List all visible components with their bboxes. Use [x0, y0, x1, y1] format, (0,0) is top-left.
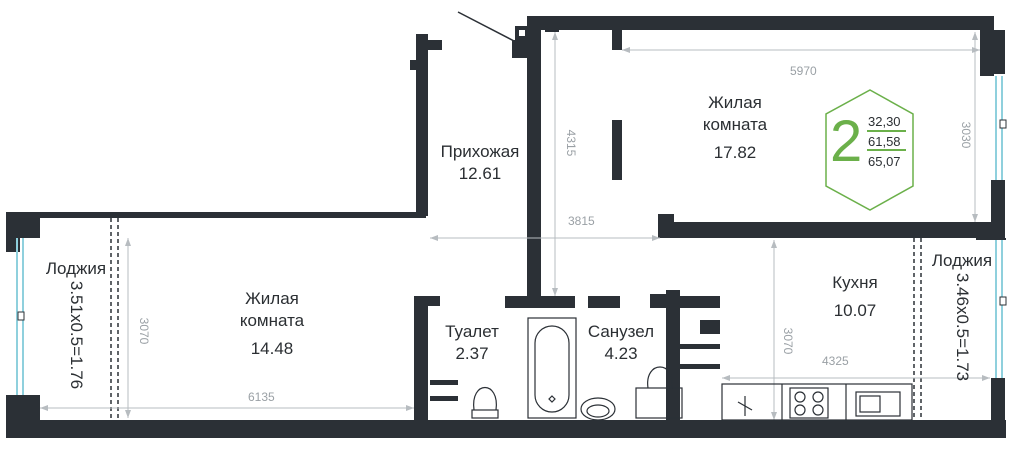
- room-name: Санузел: [587, 322, 655, 341]
- rooms-badge: [825, 89, 914, 211]
- room-name: Прихожая: [440, 142, 520, 161]
- dim-left-room-width: 6135: [248, 390, 275, 404]
- room-label-kitchen: Кухня 10.07: [820, 272, 890, 322]
- room-label-hallway: Прихожая 12.61: [434, 141, 526, 185]
- toilet-fixture: [471, 386, 499, 419]
- dim-left-room-height: 3070: [137, 317, 151, 345]
- dim-corridor-height: 4315: [564, 129, 578, 157]
- room-name: Кухня: [832, 273, 878, 292]
- room-label-living-1: Жилая комната 17.82: [695, 92, 775, 164]
- room-label-toilet: Туалет 2.37: [440, 321, 504, 365]
- loggia-partitions: [110, 218, 922, 420]
- dim-kitchen-width: 4325: [822, 354, 849, 368]
- stove: [789, 387, 829, 419]
- room-name: Лоджия: [931, 251, 993, 270]
- room-label-loggia-left: Лоджия: [36, 258, 116, 280]
- loggia-left-dims: 3.51x0.5=1.76: [67, 280, 86, 390]
- room-name: Туалет: [445, 322, 499, 341]
- sink-bathroom: [580, 397, 616, 421]
- kitchen-sink: [855, 391, 901, 417]
- room-area: 4.23: [604, 344, 638, 363]
- loggia-right-dims: 3.46x0.5=1.73: [953, 272, 972, 382]
- room-area: 2.37: [455, 344, 489, 363]
- shelves: [430, 344, 720, 401]
- kitchen-counter: [721, 383, 913, 421]
- dim-kitchen-height: 3070: [781, 327, 795, 355]
- rooms-count: 2: [830, 109, 863, 174]
- area-with-balcony: 65,07: [868, 154, 901, 169]
- room-name: Лоджия: [45, 259, 107, 278]
- room-name-line2: комната: [702, 115, 768, 134]
- room-label-loggia-right: Лоджия: [924, 250, 1000, 272]
- room-name-line2: комната: [239, 311, 305, 330]
- room-area: 17.82: [713, 143, 757, 162]
- room-area: 12.61: [458, 164, 502, 183]
- room-label-bathroom: Санузел 4.23: [583, 321, 659, 365]
- dim-top-width: 5970: [790, 64, 817, 78]
- room-name-line1: Жилая: [708, 93, 762, 112]
- dim-corridor-width: 3815: [568, 214, 595, 228]
- room-area: 10.07: [833, 301, 877, 320]
- room-area: 14.48: [250, 339, 294, 358]
- area-total: 61,58: [868, 134, 901, 149]
- washing-machine: [635, 366, 683, 419]
- walls: [6, 16, 1006, 438]
- room-name-line1: Жилая: [245, 289, 299, 308]
- bathtub: [527, 317, 577, 419]
- entrance-arrow: [457, 11, 517, 43]
- dimension-lines: [40, 32, 990, 420]
- dim-top-height: 3030: [959, 121, 973, 149]
- windows: [16, 76, 1003, 395]
- area-living: 32,30: [868, 114, 901, 129]
- room-label-living-2: Жилая комната 14.48: [230, 288, 314, 360]
